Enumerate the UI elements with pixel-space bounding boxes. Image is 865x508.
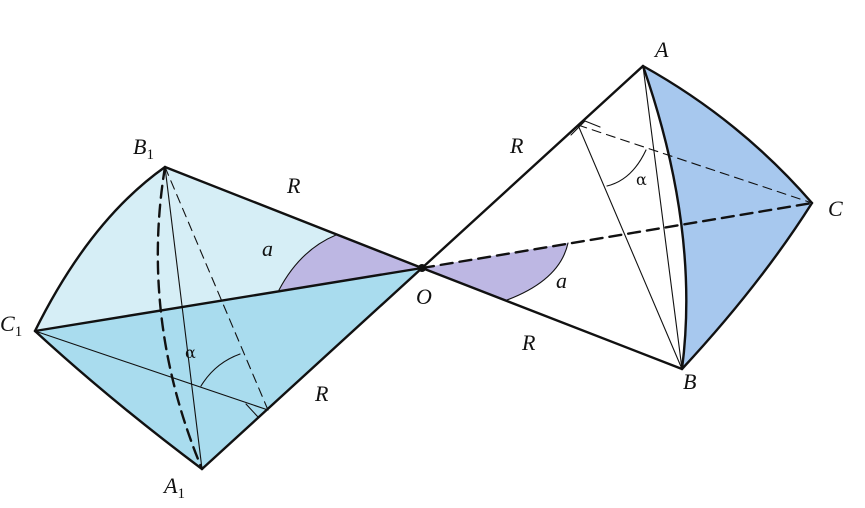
arc-b1-c1 bbox=[33, 165, 167, 333]
angle-arc-right bbox=[506, 242, 569, 301]
label-a1: A1 bbox=[162, 473, 185, 502]
edge-a1-o bbox=[200, 266, 424, 471]
label-b1: B1 bbox=[133, 134, 154, 163]
label-r-oa1: R bbox=[314, 381, 329, 406]
line-a-b-chord bbox=[642, 65, 683, 370]
edge-c1-o bbox=[33, 266, 424, 333]
label-a-left: a bbox=[262, 236, 273, 261]
label-alpha-right: α bbox=[636, 170, 647, 189]
label-r-oa: R bbox=[509, 133, 524, 158]
edge-o-c-hidden bbox=[420, 201, 814, 270]
label-b: B bbox=[683, 369, 696, 394]
label-a-right: a bbox=[556, 268, 567, 293]
arc-c-b bbox=[680, 201, 814, 371]
edge-o-a bbox=[420, 64, 645, 270]
arc-a-c bbox=[641, 64, 814, 205]
line-b1-a1-chord bbox=[164, 166, 203, 470]
left-face-c1-o-a1 bbox=[35, 268, 422, 469]
alpha-arc-left bbox=[200, 353, 241, 387]
angle-sector-right bbox=[422, 243, 568, 300]
line-foot-c-dashed bbox=[577, 124, 813, 204]
right-angle-mark-right bbox=[570, 120, 601, 136]
vertex-o-dot bbox=[418, 264, 426, 272]
label-o: O bbox=[416, 284, 432, 309]
edge-o-b bbox=[420, 266, 684, 371]
angle-sector-left bbox=[279, 235, 422, 290]
label-c: C bbox=[828, 196, 843, 221]
right-angle-mark-left bbox=[245, 403, 275, 418]
angle-arc-left bbox=[278, 234, 337, 291]
arc-a-b bbox=[641, 64, 688, 371]
label-a: A bbox=[653, 37, 669, 62]
left-face-b1-o-c1 bbox=[35, 167, 422, 331]
label-alpha-left: α bbox=[185, 343, 196, 362]
alpha-arc-right bbox=[606, 149, 647, 187]
edge-b1-o bbox=[163, 165, 424, 270]
right-solid bbox=[420, 64, 814, 371]
line-c1-foot bbox=[34, 330, 269, 411]
label-r-ob: R bbox=[521, 330, 536, 355]
left-solid bbox=[33, 165, 424, 471]
arc-b1-a1-hidden bbox=[156, 165, 204, 471]
label-r-ob1: R bbox=[286, 173, 301, 198]
line-foot-b bbox=[577, 124, 683, 370]
label-c1: C1 bbox=[0, 311, 22, 340]
arc-c1-a1 bbox=[33, 329, 204, 471]
